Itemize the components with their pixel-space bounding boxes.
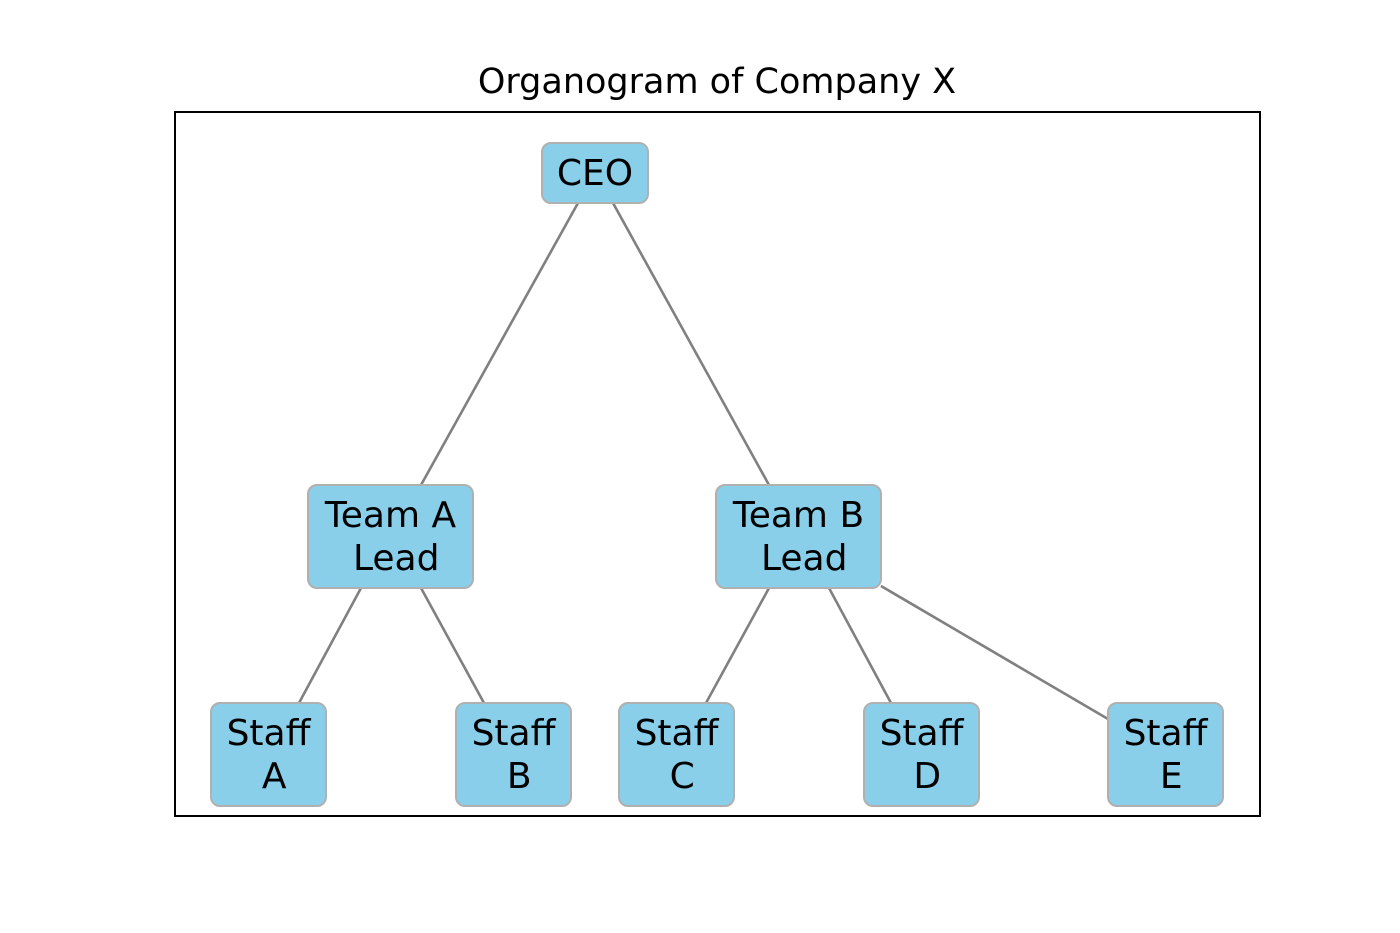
node-box-ceo — [541, 142, 649, 204]
node-label-staff-e: Staff E — [1124, 713, 1209, 797]
node-staff-e: Staff E — [1107, 702, 1224, 807]
node-label-ceo: CEO — [557, 153, 633, 194]
node-label-staff-a: Staff A — [227, 713, 312, 797]
node-label-team-a-lead: Team A Lead — [324, 495, 457, 579]
node-box-staff-a — [210, 702, 327, 807]
node-label-line: E — [1148, 756, 1182, 797]
edge-ceo-to-team-b-lead — [611, 202, 771, 486]
edge-team-b-lead-to-staff-c — [704, 587, 771, 704]
node-label-line: Team A — [324, 495, 457, 536]
node-label-line: A — [250, 756, 286, 797]
node-label-line: Staff — [472, 713, 557, 754]
diagram-frame — [174, 111, 1261, 817]
node-label-line: C — [658, 756, 695, 797]
node-label-line: D — [902, 756, 941, 797]
node-box-team-a-lead — [307, 484, 474, 589]
edge-team-a-lead-to-staff-b — [419, 587, 486, 704]
diagram-title: Organogram of Company X — [478, 62, 956, 102]
node-label-line: Staff — [227, 713, 312, 754]
node-label-line: Lead — [750, 538, 848, 579]
edge-team-a-lead-to-staff-a — [297, 587, 363, 704]
node-label-team-b-lead: Team B Lead — [732, 495, 864, 579]
node-staff-a: Staff A — [210, 702, 327, 807]
node-label-staff-d: Staff D — [880, 713, 965, 797]
node-label-staff-b: Staff B — [472, 713, 557, 797]
node-label-staff-c: Staff C — [635, 713, 720, 797]
node-label-line: CEO — [557, 153, 633, 194]
node-box-team-b-lead — [715, 484, 882, 589]
edge-team-b-lead-to-staff-d — [827, 587, 893, 704]
node-box-staff-d — [863, 702, 980, 807]
node-staff-d: Staff D — [863, 702, 980, 807]
node-team-b-lead: Team B Lead — [715, 484, 882, 589]
node-box-staff-c — [618, 702, 735, 807]
node-label-line: Lead — [342, 538, 440, 579]
edges-layer — [297, 202, 1109, 721]
node-ceo: CEO — [541, 142, 649, 204]
node-label-line: Staff — [880, 713, 965, 754]
node-staff-c: Staff C — [618, 702, 735, 807]
node-label-line: B — [495, 756, 531, 797]
node-box-staff-e — [1107, 702, 1224, 807]
node-label-line: Staff — [1124, 713, 1209, 754]
edge-team-b-lead-to-staff-e — [880, 584, 1109, 721]
node-staff-b: Staff B — [455, 702, 572, 807]
node-label-line: Team B — [732, 495, 864, 536]
node-box-staff-b — [455, 702, 572, 807]
node-team-a-lead: Team A Lead — [307, 484, 474, 589]
node-label-line: Staff — [635, 713, 720, 754]
edge-ceo-to-team-a-lead — [419, 202, 580, 486]
